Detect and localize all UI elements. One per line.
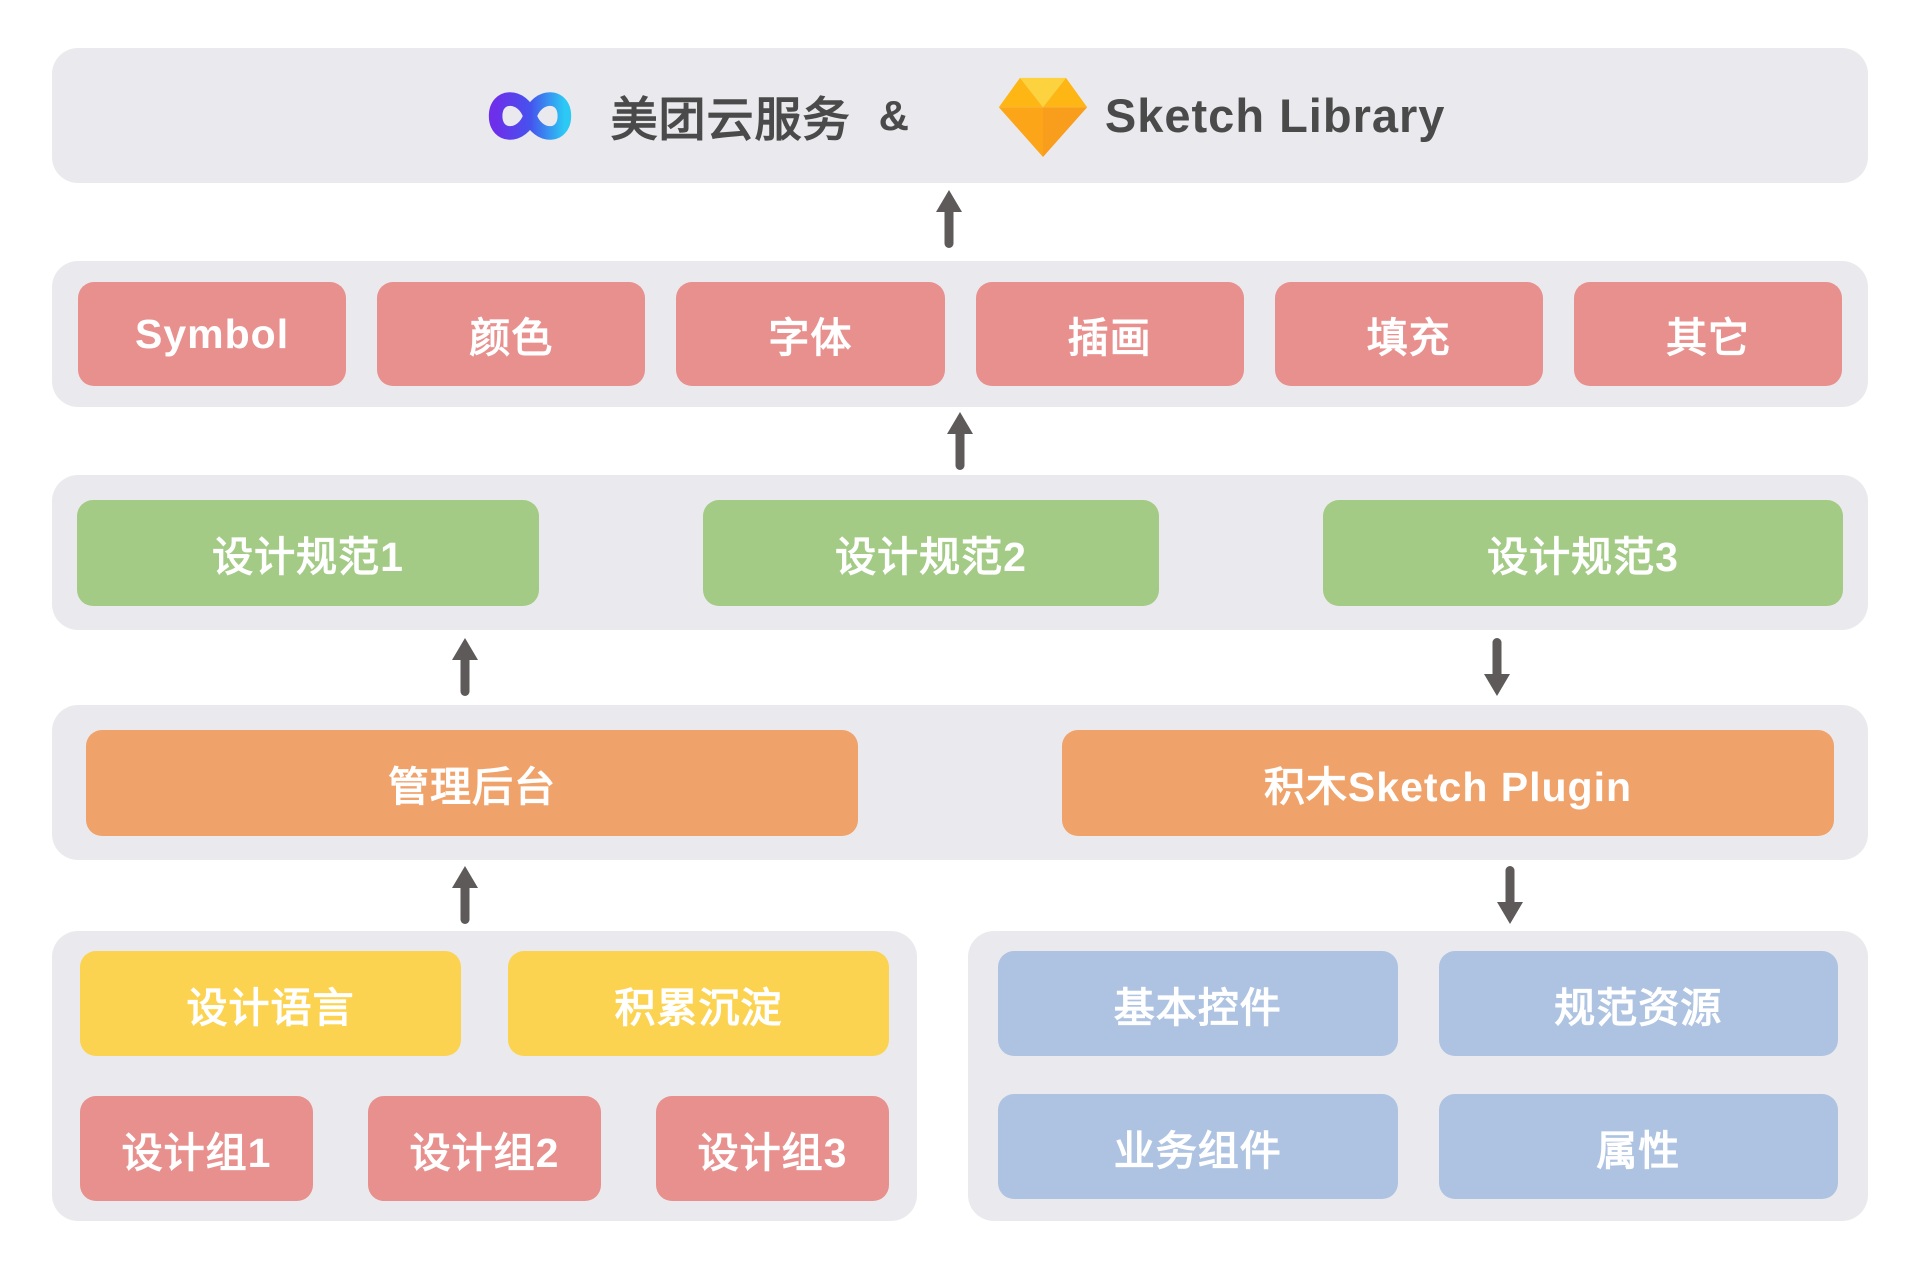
sketch-plugin-button: 积木Sketch Plugin	[1062, 729, 1834, 836]
asset-button-font: 字体	[676, 282, 945, 386]
arrow-up-icon	[947, 412, 973, 470]
design-group-1-button: 设计组1	[80, 1096, 313, 1201]
arrow-up-icon	[452, 866, 478, 924]
design-groups-row: 设计组1 设计组2 设计组3	[80, 1096, 889, 1201]
ampersand-label: &	[878, 91, 909, 139]
library-assets-panel: Symbol 颜色 字体 插画 填充 其它	[52, 261, 1868, 407]
sketch-logo-icon	[998, 77, 1088, 157]
admin-backend-button: 管理后台	[86, 729, 858, 836]
attributes-button: 属性	[1438, 1094, 1838, 1199]
design-sources-panel: 设计语言 积累沉淀 设计组1 设计组2 设计组3	[52, 931, 917, 1221]
arrow-down-icon	[1484, 638, 1510, 696]
tools-panel: 管理后台 积木Sketch Plugin	[52, 705, 1868, 860]
basic-controls-button: 基本控件	[998, 951, 1398, 1056]
plugin-outputs-panel: 基本控件 规范资源 业务组件 属性	[968, 931, 1868, 1221]
asset-button-other: 其它	[1573, 282, 1843, 386]
arrow-down-icon	[1497, 866, 1523, 924]
asset-button-symbol: Symbol	[78, 282, 347, 386]
asset-button-illustration: 插画	[975, 282, 1244, 386]
design-group-3-button: 设计组3	[656, 1096, 889, 1201]
brand-bar: 美团云服务 & Sketch Library	[52, 48, 1868, 183]
design-spec-1-button: 设计规范1	[77, 499, 539, 606]
arrow-up-icon	[452, 638, 478, 696]
design-spec-3-button: 设计规范3	[1323, 499, 1843, 606]
design-spec-panel: 设计规范1 设计规范2 设计规范3	[52, 475, 1868, 630]
meituan-cloud-logo-icon	[488, 91, 571, 140]
design-group-2-button: 设计组2	[368, 1096, 601, 1201]
spec-resources-button: 规范资源	[1438, 951, 1838, 1056]
brand-right-label: Sketch Library	[1104, 89, 1446, 142]
design-language-button: 设计语言	[80, 951, 461, 1056]
accumulation-button: 积累沉淀	[508, 951, 889, 1056]
asset-button-fill: 填充	[1274, 282, 1543, 386]
design-sources-top-row: 设计语言 积累沉淀	[80, 951, 889, 1056]
asset-button-color: 颜色	[377, 282, 646, 386]
design-spec-2-button: 设计规范2	[703, 499, 1159, 606]
business-components-button: 业务组件	[998, 1094, 1398, 1199]
brand-left-label: 美团云服务	[610, 93, 851, 146]
arrow-up-icon	[936, 190, 962, 248]
